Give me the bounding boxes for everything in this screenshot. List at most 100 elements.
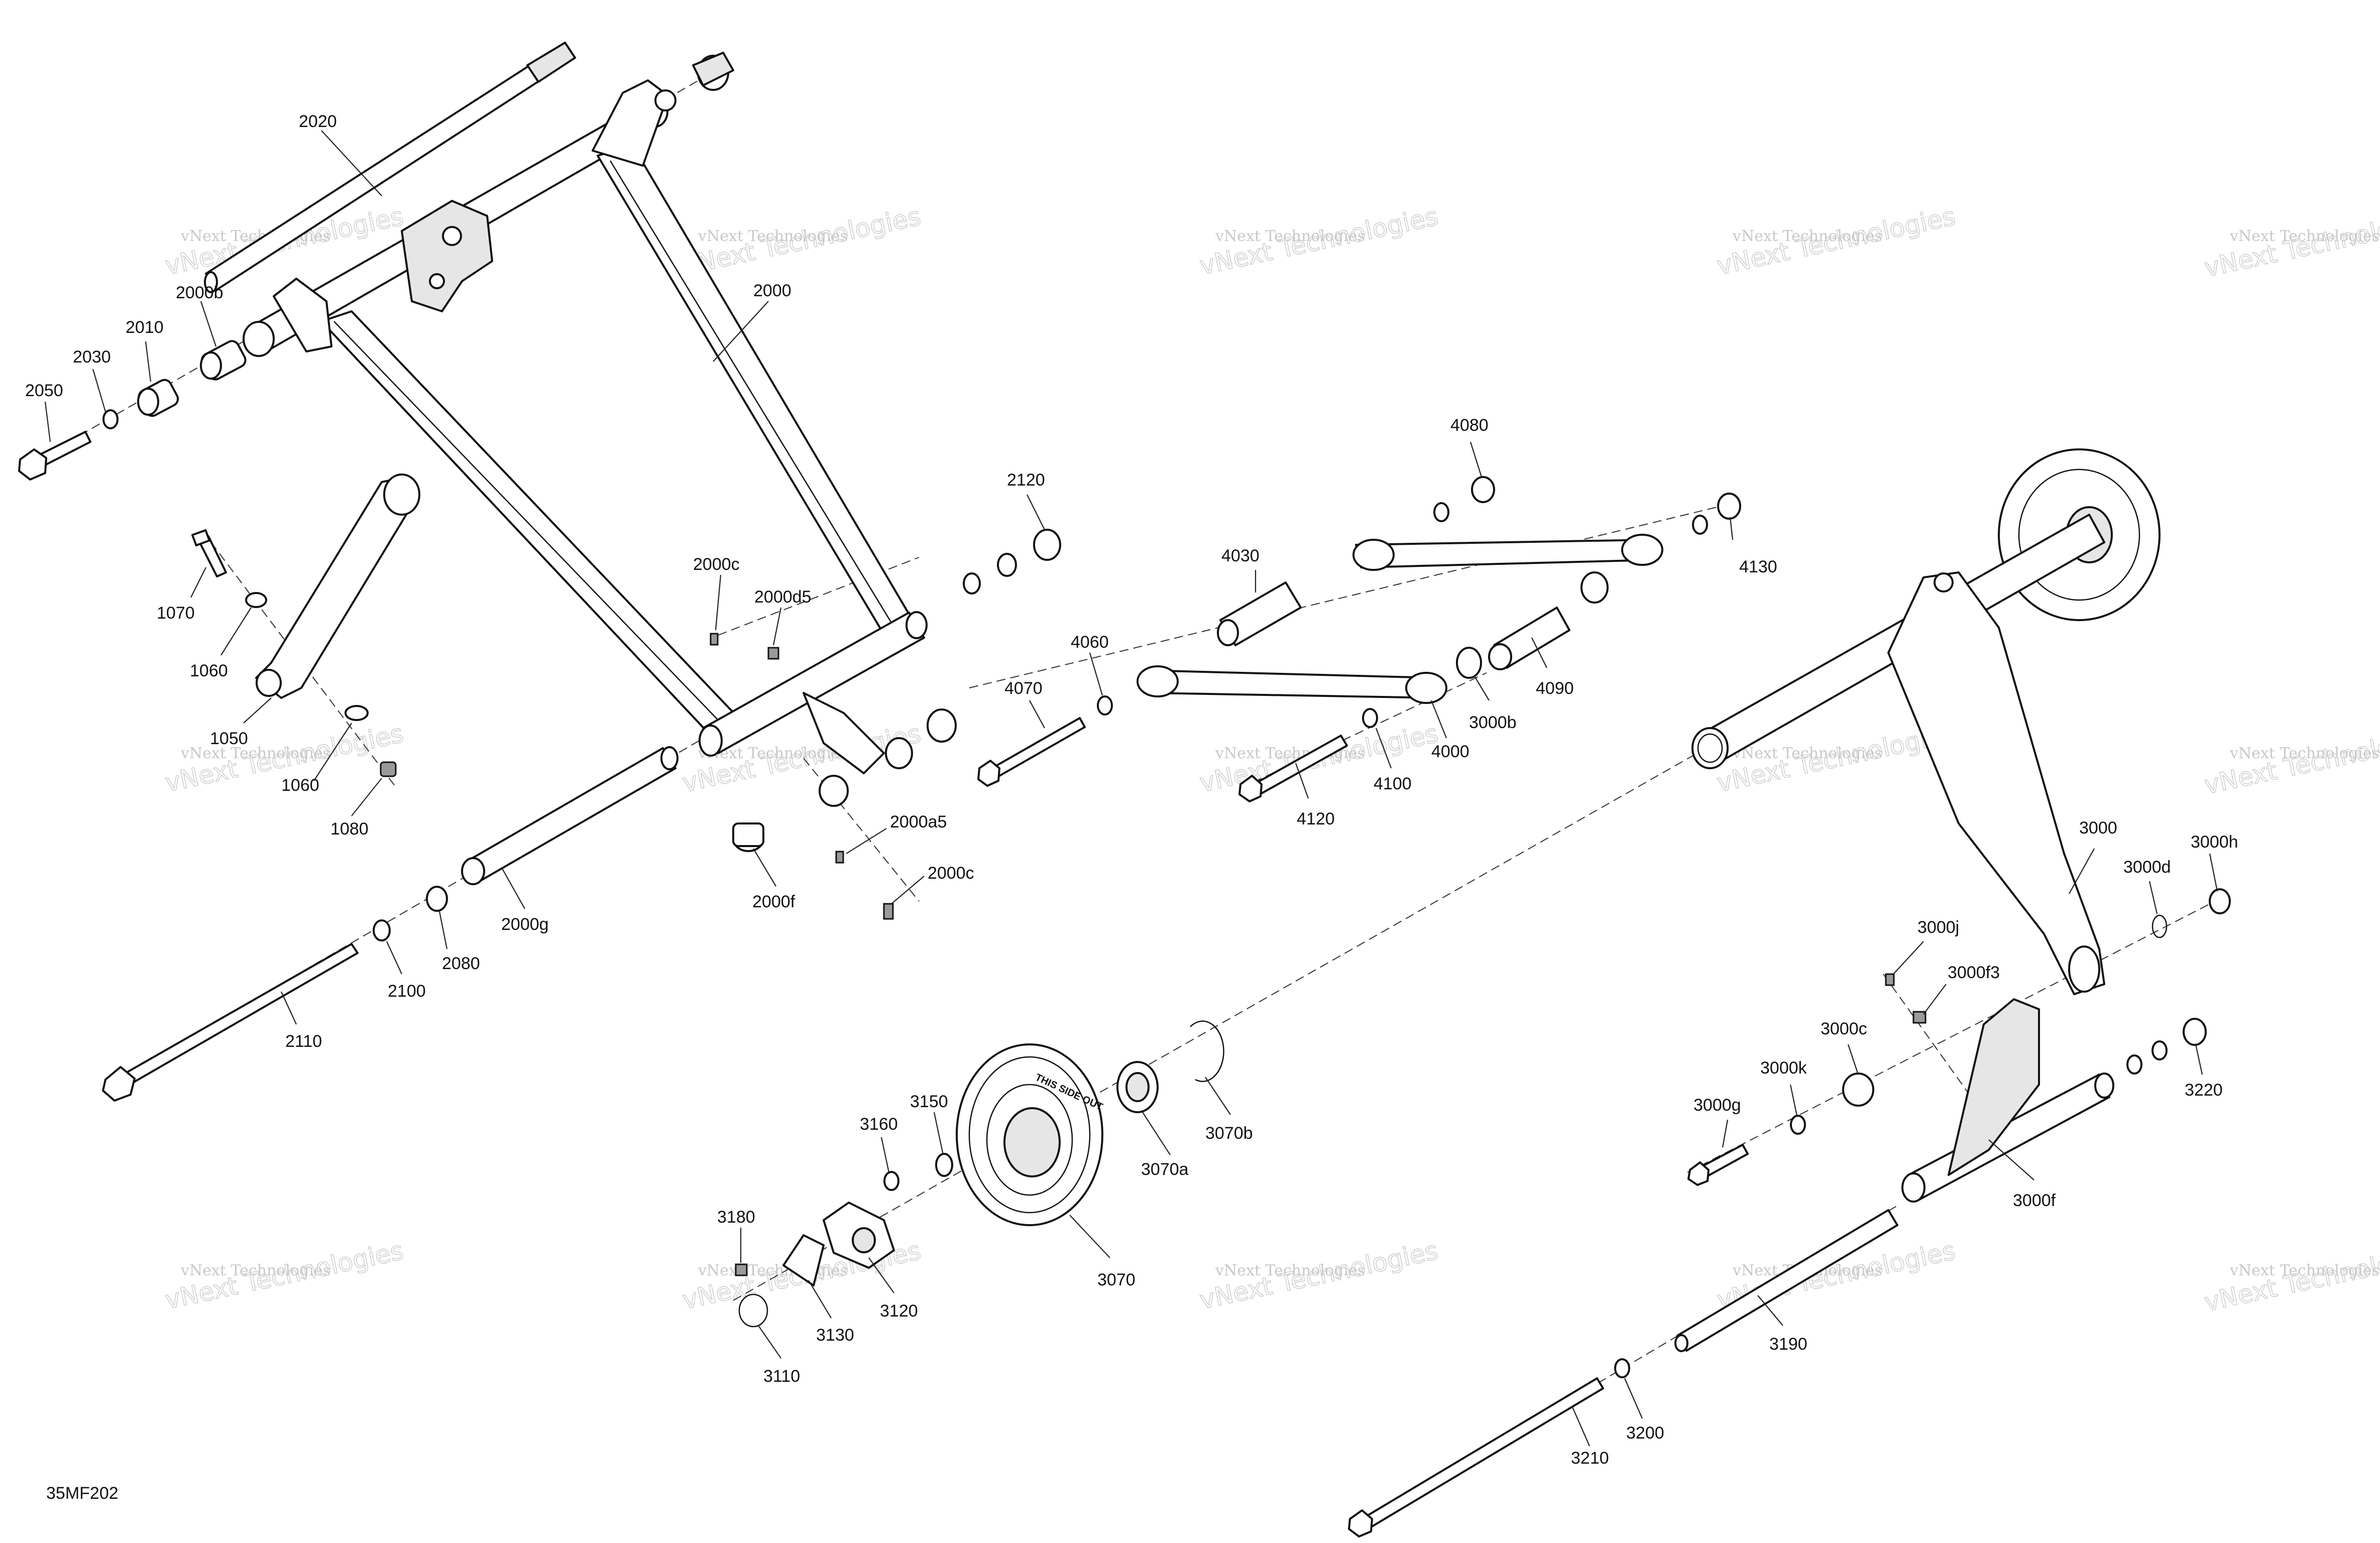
leader-3220	[2195, 1044, 2203, 1075]
bolt-head	[1238, 775, 1263, 802]
wheel-3070: THIS SIDE OUT	[956, 1043, 1104, 1226]
callout-4060: 4060	[1071, 633, 1109, 652]
nut-4080	[1471, 476, 1495, 503]
axis-lower-pivot	[718, 557, 920, 636]
bracket-3000f	[1901, 998, 2114, 1203]
washer-3220a	[2126, 1054, 2142, 1075]
callout-3000j: 3000j	[1917, 918, 1959, 937]
wheel-hub	[1003, 1107, 1061, 1177]
callout-4120: 4120	[1297, 809, 1335, 828]
callout-labels: 2020 2000b 2010 2030 2050 2000 1070 1060…	[25, 112, 2238, 1468]
arm-top-yoke	[592, 79, 669, 167]
nut-4130	[1717, 493, 1741, 520]
callout-3000c: 3000c	[1821, 1019, 1867, 1038]
leader-1070	[190, 567, 206, 598]
shaft-end	[526, 42, 576, 83]
watermark-text: vNext Technologies	[180, 1262, 330, 1279]
washer-2120a	[997, 553, 1017, 577]
leader-3200	[1624, 1378, 1643, 1419]
axle-bore	[852, 1227, 876, 1253]
callout-3000g: 3000g	[1693, 1096, 1741, 1115]
callout-3120: 3120	[880, 1301, 918, 1321]
stopper-3000c	[1842, 1073, 1874, 1107]
leader-3130	[808, 1280, 832, 1319]
bushing-end	[200, 351, 222, 380]
assembly-axes	[55, 77, 2220, 1527]
bolt-shank	[991, 717, 1086, 778]
rear-arm-foot	[2068, 945, 2100, 993]
callout-2110: 2110	[285, 1032, 322, 1051]
callout-2000b: 2000b	[176, 283, 223, 302]
leader-3150	[933, 1112, 944, 1155]
watermark-text: vNext Technologies	[180, 745, 330, 762]
strap-eye	[383, 473, 420, 516]
bushing-2000f-body	[732, 822, 764, 847]
bushing-2000b	[200, 340, 247, 381]
leader-4070	[1029, 700, 1045, 729]
spacer-end	[1488, 643, 1512, 670]
axis-strap	[210, 542, 397, 789]
callout-3070b: 3070b	[1205, 1124, 1253, 1143]
bushing-end	[137, 388, 159, 416]
callout-2000c-lower: 2000c	[928, 864, 974, 883]
link-lower-eye	[1137, 665, 1179, 697]
lower-lug	[803, 692, 885, 774]
leader-2110	[281, 991, 297, 1025]
bolt-2050	[18, 431, 91, 481]
washer-4060	[1097, 695, 1113, 716]
callout-3000k: 3000k	[1760, 1058, 1807, 1078]
bolt-head	[977, 760, 1000, 787]
callout-3070a: 3070a	[1141, 1160, 1189, 1179]
leader-3110	[758, 1325, 781, 1359]
spacer-4090	[1488, 607, 1570, 670]
rear-arm-tube-bore	[1697, 733, 1723, 763]
leader-3000h	[2209, 853, 2218, 892]
callout-3110: 3110	[763, 1367, 800, 1386]
watermark: vNext Technologies vNext Technologies	[2201, 1238, 2380, 1318]
link-lower	[1137, 665, 1447, 704]
washer-2100	[373, 919, 391, 941]
leader-3000b	[1474, 675, 1490, 701]
washer-3200	[1614, 1358, 1630, 1378]
wheel-inner	[986, 1084, 1073, 1196]
callout-4130: 4130	[1739, 557, 1777, 576]
washer-1060a	[245, 592, 267, 608]
bracket-hole	[429, 273, 445, 289]
nut-3220	[2183, 1018, 2207, 1046]
tube-3190	[1674, 1209, 1898, 1352]
callout-3220: 3220	[2185, 1081, 2223, 1100]
leader-2000c-a	[715, 574, 722, 631]
leader-2000a5	[846, 828, 887, 854]
figure-code: 35MF202	[46, 1484, 119, 1503]
watermark: vNext Technologies vNext Technologies	[1197, 1236, 1441, 1316]
washer-top	[654, 89, 676, 111]
leader-2100	[386, 941, 402, 975]
rear-wheel-inner	[2018, 468, 2140, 601]
leader-2010	[145, 341, 152, 382]
bolt-head	[102, 1066, 136, 1102]
axis-rear-arm	[1687, 898, 2220, 1173]
leader-2020	[321, 130, 382, 196]
leader-2000g	[502, 868, 525, 909]
leader-3070b	[1205, 1077, 1231, 1115]
leader-3160	[880, 1137, 890, 1173]
link-upper-eye	[1352, 539, 1395, 571]
callout-2000c-upper: 2000c	[693, 555, 740, 574]
leader-2000f	[753, 848, 776, 887]
watermark: vNext Technologies vNext Technologies	[2201, 203, 2380, 283]
watermark: vNext Technologies vNext Technologies	[1197, 201, 1441, 281]
sleeve-body	[466, 747, 676, 882]
callout-3190: 3190	[1769, 1335, 1807, 1354]
bracket-hole	[442, 226, 462, 246]
leader-3000	[2069, 848, 2095, 894]
watermark-text: vNext Technologies	[2229, 1262, 2379, 1279]
callout-4080: 4080	[1450, 416, 1489, 435]
leader-2000c-b	[891, 876, 925, 904]
watermark-outline: vNext Technologies	[2202, 204, 2380, 283]
leader-4080	[1469, 441, 1483, 478]
strap-1050	[255, 473, 420, 699]
callout-1080: 1080	[330, 819, 369, 839]
lower-pivot-end	[905, 611, 928, 639]
link-lower-eye	[1405, 672, 1447, 704]
washer-3220b	[2151, 1040, 2168, 1060]
